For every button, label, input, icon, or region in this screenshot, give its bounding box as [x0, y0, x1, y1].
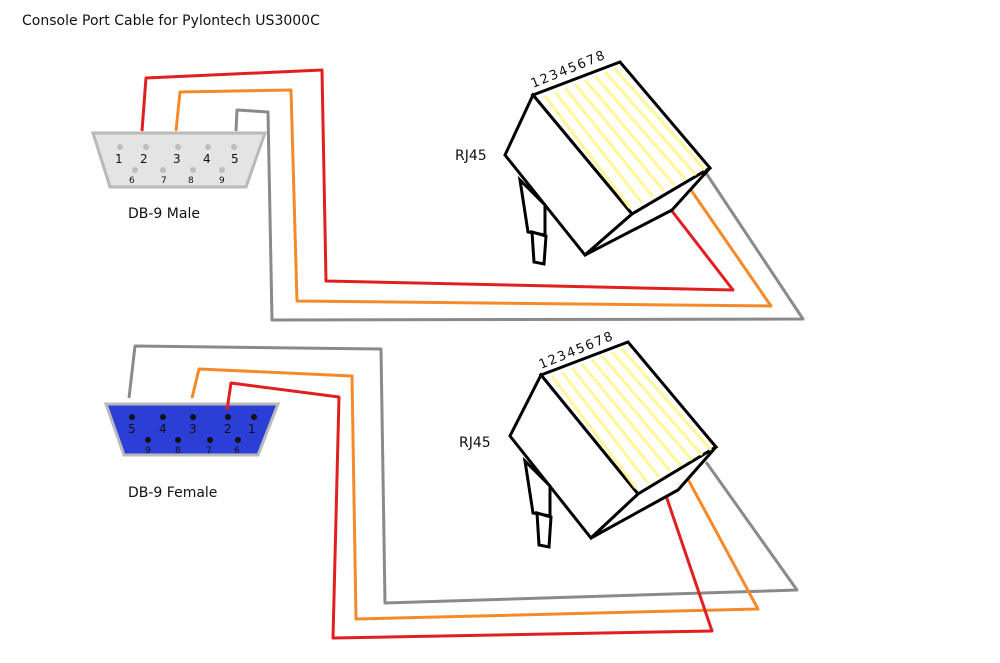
db9-male-pin-4: 4 [203, 152, 211, 166]
wire-gray-top [234, 108, 805, 322]
db9-female-pin-1: 1 [248, 422, 256, 436]
db9-female-pin-2: 2 [224, 422, 232, 436]
db9-female-pin-5: 5 [128, 422, 136, 436]
wire-red-top [140, 68, 735, 292]
db9-female-pin-3: 3 [189, 422, 197, 436]
rj45-bottom: 1 2 3 4 5 6 7 8 [508, 329, 719, 549]
db9-male-pin-1: 1 [115, 152, 123, 166]
db9-male-pin-5: 5 [231, 152, 239, 166]
db9-male-pin-9: 9 [219, 176, 225, 186]
db9-male-pin-6: 6 [129, 176, 135, 186]
db9-female-pin-4: 4 [159, 422, 167, 436]
wire-orange-top [174, 88, 773, 308]
wire-gray-bottom [127, 344, 799, 605]
db9-male-pin-8: 8 [188, 176, 194, 186]
db9-female-pin-6: 6 [234, 446, 240, 456]
db9-male-pin-2: 2 [140, 152, 148, 166]
wire-red-bottom [225, 381, 714, 640]
diagram-title: Console Port Cable for Pylontech US3000C [22, 13, 320, 29]
db9-male-pin-3: 3 [173, 152, 181, 166]
db9-female-pin-8: 8 [175, 446, 181, 456]
db9-male-label: DB-9 Male [128, 206, 200, 222]
rj45-top-bottom [584, 166, 712, 257]
db9-female-pin-7: 7 [206, 446, 212, 456]
db9-female-label: DB-9 Female [128, 485, 217, 501]
db9-female-pin-9: 9 [145, 446, 151, 456]
rj45-top-label: RJ45 [455, 148, 487, 164]
db9-male-connector: 1 2 3 4 5 6 7 8 9 [90, 131, 268, 189]
wire-orange-bottom [190, 367, 760, 621]
rj45-bottom-bottom [589, 445, 718, 540]
db9-female-connector: 5 4 3 2 1 9 8 7 6 [103, 402, 281, 457]
rj45-bottom-label: RJ45 [459, 435, 491, 451]
db9-male-pin-7: 7 [161, 176, 167, 186]
rj45-top: 1 2 3 4 5 6 7 8 [503, 48, 713, 266]
db9-male-shell [90, 131, 268, 189]
